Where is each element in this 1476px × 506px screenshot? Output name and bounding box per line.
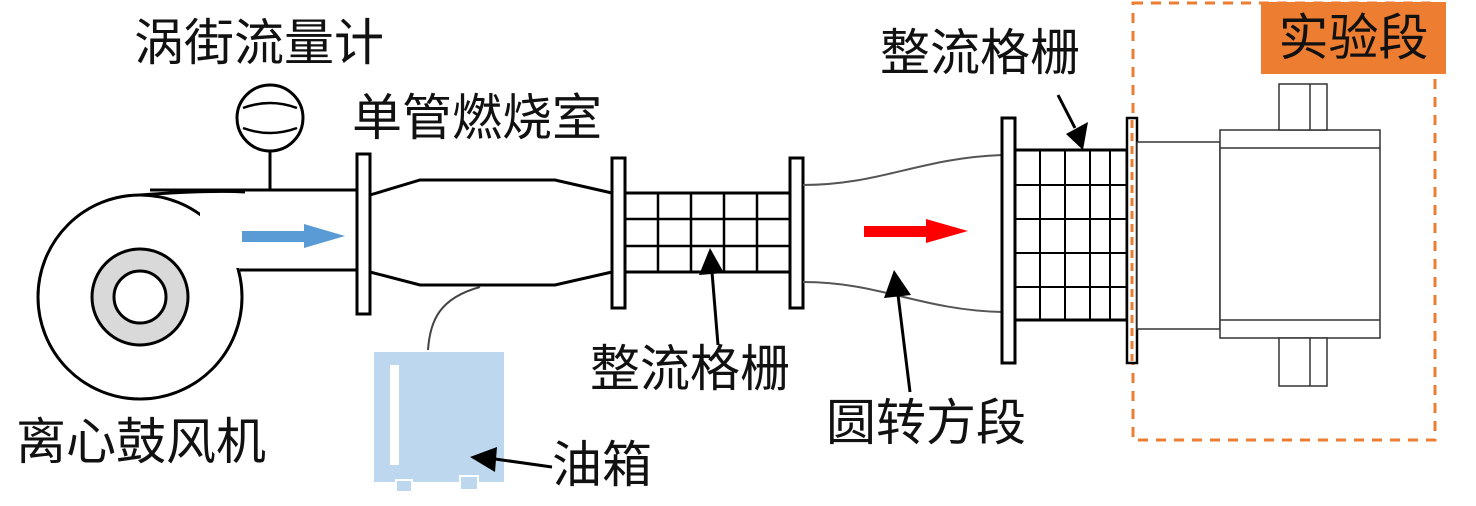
combustor-body	[369, 178, 613, 287]
blue-flow-arrow	[242, 224, 345, 248]
label-vortex-flowmeter: 涡街流量计	[134, 14, 384, 72]
label-combustor: 单管燃烧室	[352, 89, 602, 147]
label-fuel-tank: 油箱	[552, 436, 652, 494]
pointer-transition	[884, 270, 912, 393]
pointer-grid-bottom	[699, 248, 724, 346]
pointer-fuel-tank	[470, 447, 553, 472]
combustor-inlet-flange	[355, 152, 372, 316]
label-transition: 圆转方段	[826, 394, 1026, 452]
red-flow-arrow	[864, 219, 968, 243]
round-to-square-transition	[802, 154, 1003, 313]
flow-straightener-1	[610, 156, 805, 310]
label-blower: 离心鼓风机	[16, 413, 266, 471]
pointer-grid-top	[1056, 94, 1088, 150]
fuel-tank	[374, 352, 504, 493]
label-flow-straightener-top: 整流格栅	[880, 24, 1080, 82]
test-section-label-box	[1261, 2, 1446, 74]
fuel-line	[427, 286, 481, 351]
label-test-section: 实验段	[1278, 9, 1429, 67]
test-section-model	[1136, 83, 1381, 387]
label-flow-straightener-bottom: 整流格栅	[590, 340, 790, 398]
centrifugal-blower	[36, 188, 360, 401]
vortex-flowmeter-gauge	[235, 83, 305, 190]
flow-straightener-2	[1000, 116, 1139, 365]
